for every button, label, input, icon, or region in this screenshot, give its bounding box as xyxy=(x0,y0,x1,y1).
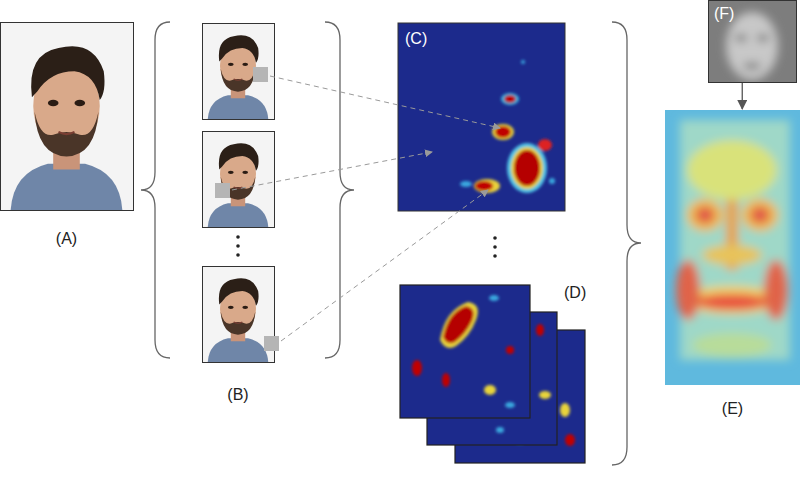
occluded-faces xyxy=(202,23,279,363)
panel-label: (F) xyxy=(714,5,734,23)
flow-arrow xyxy=(742,83,743,109)
heatmap-stack xyxy=(400,285,585,463)
heatmap-panel: (C) xyxy=(398,23,565,211)
panel-label: (B) xyxy=(202,386,274,404)
portrait-panel: (A) xyxy=(0,22,133,210)
right-brace xyxy=(325,22,354,358)
left-brace xyxy=(141,22,170,358)
stack-panel: (D) xyxy=(400,285,585,465)
average-face xyxy=(708,0,796,82)
aggregate-heatmap xyxy=(665,110,800,385)
panel-label: (A) xyxy=(0,230,133,248)
big-brace xyxy=(612,22,641,465)
panel-label: (E) xyxy=(665,400,800,418)
face-frame xyxy=(709,1,797,83)
result-panel: (E) xyxy=(665,110,800,385)
portrait-photo xyxy=(0,22,134,211)
occlusion-heatmap xyxy=(398,23,565,211)
average-face-panel: (F) xyxy=(708,0,796,82)
occlusion-panel: (B) xyxy=(202,23,274,362)
ellipsis-dots xyxy=(493,236,497,258)
panel-label: (C) xyxy=(405,30,427,48)
panel-label: (D) xyxy=(564,284,586,302)
